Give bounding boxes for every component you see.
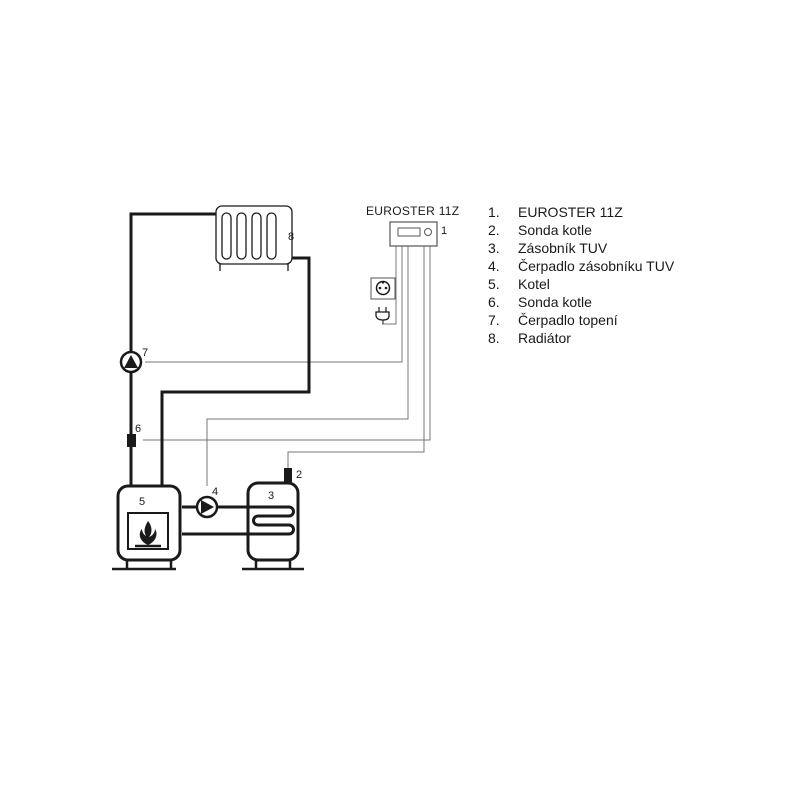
label-controller: 1 — [441, 225, 447, 237]
tank-sensor — [284, 468, 292, 483]
tank-pump — [195, 495, 219, 519]
legend-item: 6. Sonda kotle — [488, 293, 674, 311]
legend-text: Sonda kotle — [518, 222, 592, 238]
legend-item: 2. Sonda kotle — [488, 221, 674, 239]
legend-item: 8. Radiátor — [488, 329, 674, 347]
heating-pump — [119, 350, 143, 374]
legend-index: 1. — [488, 204, 500, 220]
flame-icon — [139, 521, 157, 545]
legend-index: 6. — [488, 294, 500, 310]
legend-item: 7. Čerpadlo topení — [488, 311, 674, 329]
legend-item: 1. EUROSTER 11Z — [488, 203, 674, 221]
legend-index: 2. — [488, 222, 500, 238]
legend-item: 4. Čerpadlo zásobníku TUV — [488, 257, 674, 275]
signal-wires — [143, 246, 431, 486]
legend-index: 5. — [488, 276, 500, 292]
legend-index: 8. — [488, 330, 500, 346]
legend-text: Radiátor — [518, 330, 571, 346]
boiler — [112, 484, 182, 571]
wire-sensor-2 — [287, 246, 425, 468]
wire-power — [382, 246, 397, 325]
wire-sensor-6 — [143, 246, 431, 441]
legend-text: Čerpadlo zásobníku TUV — [518, 258, 675, 274]
label-boiler-sensor-pipe: 6 — [135, 423, 141, 435]
legend-list: 1. EUROSTER 11Z 2. Sonda kotle 3. Zásobník … — [488, 203, 674, 347]
legend-text: Čerpadlo topení — [518, 312, 618, 328]
label-tank-sensor: 2 — [296, 469, 302, 481]
legend-text: Kotel — [518, 276, 550, 292]
legend-index: 4. — [488, 258, 500, 274]
controller-title: EUROSTER 11Z — [366, 204, 459, 218]
label-tank-pump: 4 — [212, 486, 218, 498]
controller — [389, 221, 438, 247]
wire-tank-pump-4 — [206, 246, 409, 486]
wire-pump-7 — [145, 246, 403, 363]
legend-text: EUROSTER 11Z — [518, 204, 623, 220]
legend-index: 7. — [488, 312, 500, 328]
label-radiator: 8 — [288, 231, 294, 243]
label-boiler: 5 — [139, 496, 145, 508]
legend-item: 3. Zásobník TUV — [488, 239, 674, 257]
radiator — [215, 205, 293, 271]
pipe-radiator-return — [160, 256, 311, 486]
label-heating-pump: 7 — [142, 347, 148, 359]
pipes — [129, 212, 311, 536]
power-plug-icon — [375, 307, 390, 324]
legend-index: 3. — [488, 240, 500, 256]
legend-item: 5. Kotel — [488, 275, 674, 293]
heat-exchanger-coil — [248, 505, 295, 536]
controller-knob-icon — [424, 228, 432, 236]
hot-water-tank — [242, 481, 304, 571]
power-socket-icon — [370, 277, 396, 300]
legend-text: Sonda kotle — [518, 294, 592, 310]
pipe-boiler-to-radiator — [129, 212, 216, 486]
label-tank: 3 — [268, 490, 274, 502]
legend-text: Zásobník TUV — [518, 240, 608, 256]
boiler-sensor-pipe — [127, 434, 136, 447]
